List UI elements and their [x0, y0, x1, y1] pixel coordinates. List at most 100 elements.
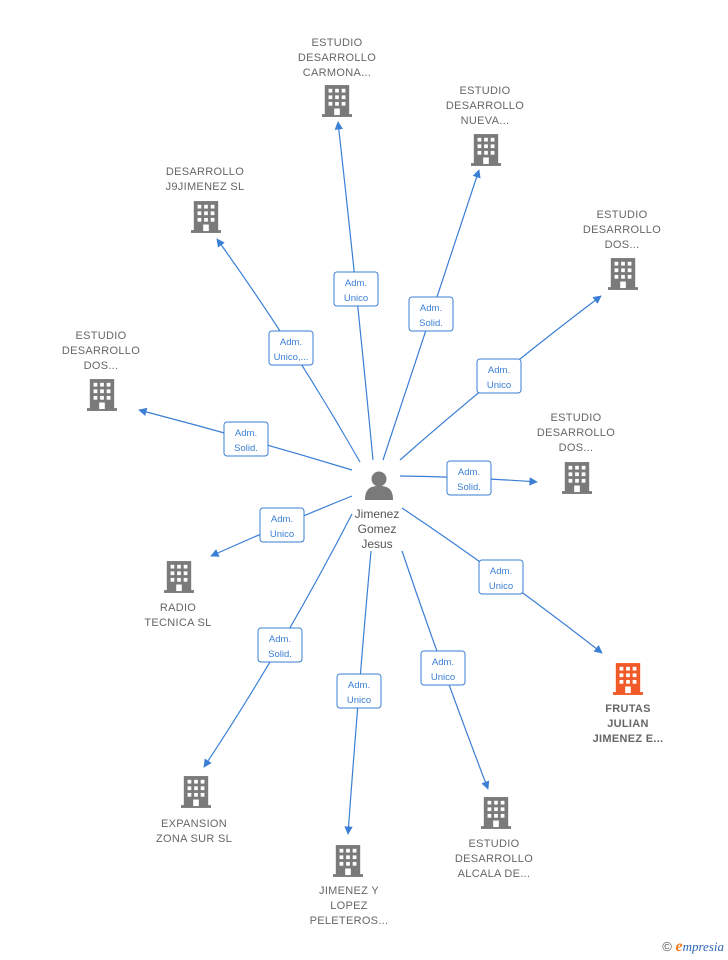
company-name-line: DESARROLLO	[62, 345, 140, 357]
relation-label-nueva[interactable]: Adm. Solid.	[408, 296, 454, 332]
relation-label-dos_r[interactable]: Adm.Solid.	[446, 460, 492, 496]
center-person[interactable]: Jimenez Gomez Jesus	[355, 471, 400, 552]
company-node-dos_r[interactable]: ESTUDIODESARROLLODOS...	[537, 412, 615, 494]
company-name-line: JULIAN	[607, 718, 649, 730]
relation-text: Solid.	[268, 649, 292, 660]
relation-label-frutas[interactable]: Adm. Unico	[478, 559, 524, 595]
relation-label-alcala[interactable]: Adm. Unico	[420, 650, 466, 686]
relation-box	[257, 627, 303, 663]
relation-box	[420, 650, 466, 686]
relation-text: Adm.	[432, 657, 454, 668]
company-node-peleteros[interactable]: JIMENEZ Y LOPEZ PELETEROS...	[310, 845, 389, 927]
company-name-line: FRUTAS	[605, 703, 651, 715]
building-icon	[322, 85, 352, 117]
company-name-line: ESTUDIO	[597, 209, 648, 221]
edges-layer: Adm.UnicoAdm.Solid.Adm.UnicoAdm.Solid.Ad…	[138, 121, 603, 835]
building-icon	[613, 663, 643, 695]
company-name-line: JIMENEZ Y	[319, 885, 379, 897]
building-icon	[562, 462, 592, 494]
company-node-carmona[interactable]: ESTUDIO DESARROLLO CARMONA...	[298, 37, 376, 117]
building-icon	[608, 258, 638, 290]
person-name-line-1: Jimenez	[355, 507, 400, 521]
copyright-icon: ©	[662, 939, 672, 954]
company-name-line: CARMONA...	[303, 67, 371, 79]
company-name-line: ESTUDIO	[469, 838, 520, 850]
company-node-expansion[interactable]: EXPANSION ZONA SUR SL	[156, 776, 232, 845]
company-name-line: ESTUDIO	[312, 37, 363, 49]
relation-text: Adm.	[235, 428, 257, 439]
company-name-line: PELETEROS...	[310, 915, 389, 927]
relation-label-j9[interactable]: Adm. Unico,...	[268, 330, 314, 366]
company-name-line: ALCALA DE...	[458, 868, 531, 880]
company-name-line: LOPEZ	[330, 900, 368, 912]
company-name-line: DESARROLLO	[298, 52, 376, 64]
relation-text: Unico	[489, 581, 513, 592]
relation-text: Unico	[344, 293, 368, 304]
relation-box	[408, 296, 454, 332]
relation-text: Adm.	[420, 303, 442, 314]
footer-brand: © empresia	[662, 938, 724, 956]
building-icon	[333, 845, 363, 877]
relation-text: Adm.	[345, 278, 367, 289]
brand-logo-e: e	[675, 938, 683, 955]
company-name-line: ZONA SUR SL	[156, 833, 232, 845]
relation-label-carmona[interactable]: Adm. Unico	[333, 271, 379, 307]
nodes-layer: ESTUDIODESARROLLOCARMONA...ESTUDIODESARR…	[62, 37, 664, 927]
company-node-frutas[interactable]: FRUTAS JULIAN JIMENEZ E...	[593, 663, 664, 745]
relation-label-dos_l[interactable]: Adm.Solid.	[223, 421, 269, 457]
relation-text: Solid.	[419, 318, 443, 329]
relation-text: Adm.	[269, 634, 291, 645]
relation-box	[223, 421, 269, 457]
relation-text: Adm.	[348, 680, 370, 691]
relation-box	[476, 358, 522, 394]
building-icon	[164, 561, 194, 593]
relation-label-expansion[interactable]: Adm. Solid.	[257, 627, 303, 663]
relation-box	[336, 673, 382, 709]
relation-text: Solid.	[457, 482, 481, 493]
company-name-line: DESARROLLO	[583, 224, 661, 236]
person-icon	[365, 471, 393, 500]
company-name-line: ESTUDIO	[76, 330, 127, 342]
company-name-line: DOS...	[559, 442, 594, 454]
company-name-line: NUEVA...	[461, 115, 510, 127]
company-name-line: DESARROLLO	[166, 166, 244, 178]
relation-text: Adm.	[488, 365, 510, 376]
relation-label-radio[interactable]: Adm. Unico	[259, 507, 305, 543]
company-name-line: J9JIMENEZ SL	[166, 181, 245, 193]
company-name-line: TECNICA SL	[144, 617, 211, 629]
company-name-line: DOS...	[84, 360, 119, 372]
relation-label-dos_tr[interactable]: Adm. Unico	[476, 358, 522, 394]
company-name-line: DOS...	[605, 239, 640, 251]
brand-name: mpresia	[682, 939, 724, 954]
relation-text: Adm.	[271, 514, 293, 525]
building-icon	[481, 797, 511, 829]
relation-box	[446, 460, 492, 496]
relation-box	[333, 271, 379, 307]
relation-text: Unico,...	[274, 352, 309, 363]
relation-text: Unico	[270, 529, 294, 540]
relation-box	[478, 559, 524, 595]
relation-text: Unico	[431, 672, 455, 683]
person-name-line-3: Jesus	[361, 537, 392, 551]
relation-text: Adm.	[280, 337, 302, 348]
relation-text: Adm.	[490, 566, 512, 577]
company-node-j9[interactable]: DESARROLLO J9JIMENEZ SL	[166, 166, 245, 233]
company-node-dos_tr[interactable]: ESTUDIO DESARROLLO DOS...	[583, 209, 661, 290]
company-name-line: DESARROLLO	[537, 427, 615, 439]
company-name-line: ESTUDIO	[460, 85, 511, 97]
relation-text: Unico	[487, 380, 511, 391]
building-icon	[471, 134, 501, 166]
company-node-nueva[interactable]: ESTUDIO DESARROLLO NUEVA...	[446, 85, 524, 166]
person-name-line-2: Gomez	[358, 522, 397, 536]
relation-box	[268, 330, 314, 366]
company-node-dos_l[interactable]: ESTUDIO DESARROLLO DOS...	[62, 330, 140, 411]
relation-text: Unico	[347, 695, 371, 706]
company-name-line: DESARROLLO	[446, 100, 524, 112]
relation-box	[259, 507, 305, 543]
company-name-line: JIMENEZ E...	[593, 733, 664, 745]
relation-label-peleteros[interactable]: Adm. Unico	[336, 673, 382, 709]
company-name-line: EXPANSION	[161, 818, 227, 830]
